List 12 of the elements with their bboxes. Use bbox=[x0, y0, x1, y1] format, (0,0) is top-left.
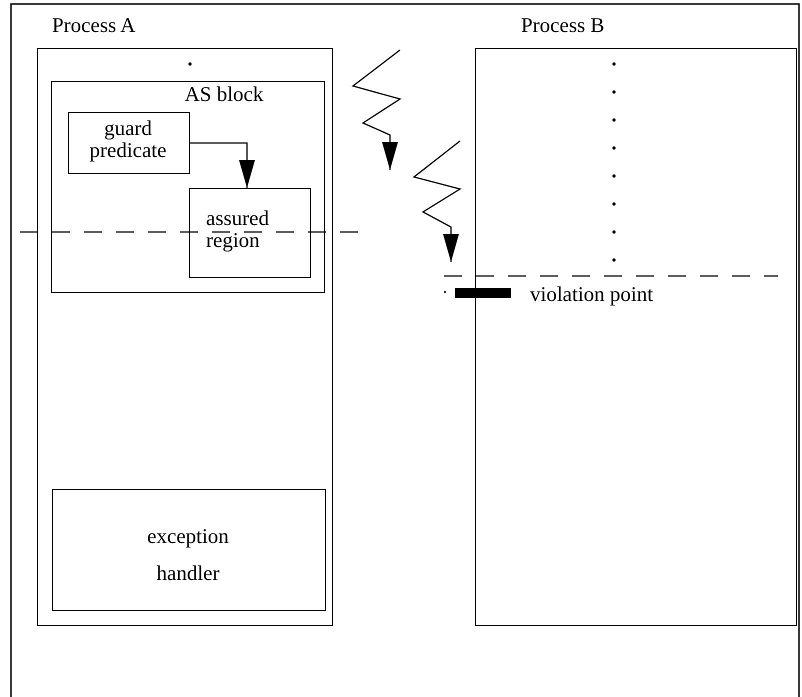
node-text: AS block bbox=[184, 83, 264, 106]
predicate-box bbox=[68, 112, 190, 174]
node-text: exception handler bbox=[146, 523, 230, 587]
region-box bbox=[189, 188, 311, 278]
block-box bbox=[51, 81, 325, 293]
node-text: assured region bbox=[206, 207, 270, 252]
arrow bbox=[190, 142, 255, 188]
process-heading: Process A bbox=[52, 14, 136, 36]
process-heading: Process B bbox=[521, 14, 604, 36]
point-label: violation point bbox=[530, 283, 654, 306]
handler-box bbox=[52, 489, 326, 611]
node-text: guard predicate bbox=[88, 117, 168, 162]
